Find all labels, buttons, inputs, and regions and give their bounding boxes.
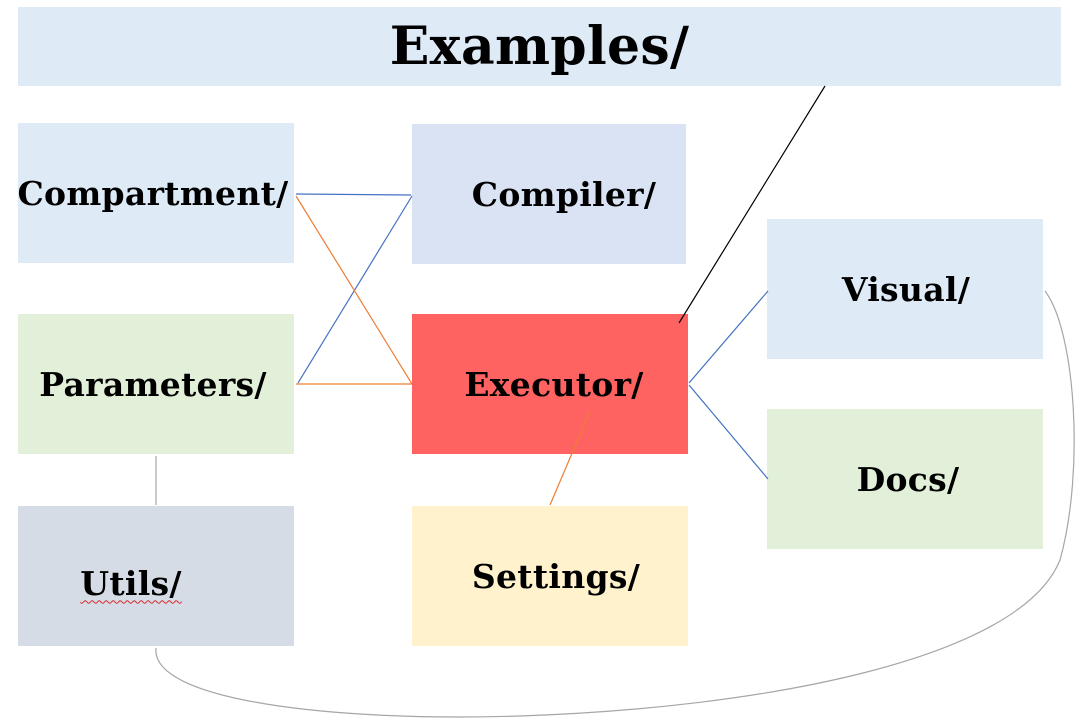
node-settings: Settings/ <box>412 506 688 646</box>
node-label-compiler: Compiler/ <box>471 174 657 214</box>
node-label-executor: Executor/ <box>464 364 644 404</box>
node-utils: Utils/ <box>18 506 294 646</box>
edge-executor-visual <box>688 290 769 384</box>
node-docs: Docs/ <box>767 409 1043 549</box>
node-label-compartment: Compartment/ <box>17 173 289 213</box>
title-label: Examples/ <box>389 16 690 77</box>
node-label-visual: Visual/ <box>841 269 971 309</box>
node-label-docs: Docs/ <box>856 459 960 499</box>
node-visual: Visual/ <box>767 219 1043 359</box>
edge-compiler-parameters <box>297 195 413 384</box>
edge-compartment-executor <box>295 195 413 385</box>
node-compiler: Compiler/ <box>412 124 686 264</box>
edge-compartment-compiler <box>295 193 412 196</box>
node-parameters: Parameters/ <box>18 314 294 454</box>
node-label-utils: Utils/ <box>80 563 182 603</box>
edge-executor-docs <box>688 384 769 480</box>
node-executor: Executor/ <box>412 314 688 454</box>
node-compartment: Compartment/ <box>17 123 294 263</box>
node-label-settings: Settings/ <box>471 556 641 596</box>
title-box: Examples/ <box>18 7 1061 86</box>
node-label-parameters: Parameters/ <box>39 364 267 404</box>
